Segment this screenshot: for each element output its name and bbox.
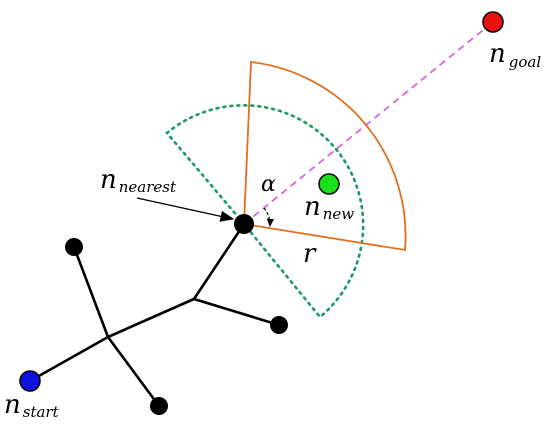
goal-direction-line xyxy=(243,21,494,225)
tree-nodes xyxy=(65,214,288,415)
alpha-angle-arc xyxy=(263,207,274,228)
new-node xyxy=(318,173,340,195)
step-sector xyxy=(243,60,407,252)
alpha-label: α xyxy=(261,172,276,197)
tree-node xyxy=(150,397,168,415)
search-region-sector xyxy=(165,104,365,319)
nearest-pointer-arrow xyxy=(136,197,235,222)
start-node xyxy=(19,370,41,392)
goal-node xyxy=(482,11,504,33)
tree-edges xyxy=(28,222,281,408)
tree-node xyxy=(65,238,83,256)
radius-label: r xyxy=(303,239,317,269)
nearest-node xyxy=(234,214,254,234)
tree-node xyxy=(270,316,288,334)
